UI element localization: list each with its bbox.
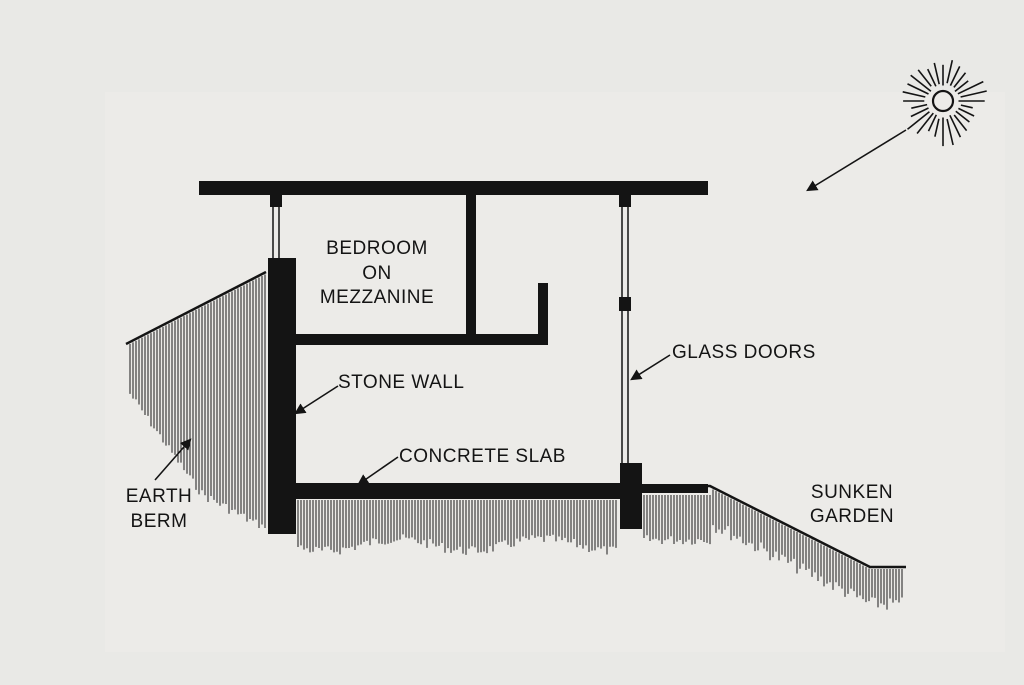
- slab-footing: [620, 463, 642, 529]
- earth-berm-label-line1: EARTH: [126, 486, 193, 507]
- berm-slope-line: [125, 270, 267, 346]
- earth-berm-leader: [154, 438, 192, 481]
- sun-icon: [902, 60, 987, 147]
- bedroom-label-line3: MEZZANINE: [320, 287, 434, 308]
- clerestory-glazing: [270, 195, 282, 258]
- glass-doors: [619, 195, 631, 463]
- terrace-edge: [640, 484, 708, 493]
- glass-doors-label: GLASS DOORS: [672, 342, 816, 363]
- sunken-garden-hatch: [643, 489, 903, 610]
- concrete-slab-label: CONCRETE SLAB: [399, 446, 566, 467]
- ground-under-slab-hatch: [297, 500, 617, 555]
- mezzanine-railing: [538, 283, 548, 341]
- sunken-garden-label-line2: GARDEN: [810, 506, 894, 527]
- stone-wall-label: STONE WALL: [338, 372, 464, 393]
- roof-beam: [199, 181, 708, 195]
- sunken-garden-label-line1: SUNKEN: [811, 482, 893, 503]
- concrete-slab-leader: [357, 456, 399, 486]
- mezzanine-partition: [466, 195, 476, 338]
- sun-ray-arrow: [806, 129, 907, 192]
- earth-berm-label-line2: BERM: [131, 511, 188, 532]
- mezzanine-floor: [290, 334, 548, 345]
- glass-doors-leader: [630, 354, 671, 381]
- bedroom-label-line2: ON: [362, 263, 392, 284]
- bedroom-label-line1: BEDROOM: [326, 238, 428, 259]
- concrete-slab: [290, 483, 640, 499]
- stone-wall-leader: [294, 385, 339, 415]
